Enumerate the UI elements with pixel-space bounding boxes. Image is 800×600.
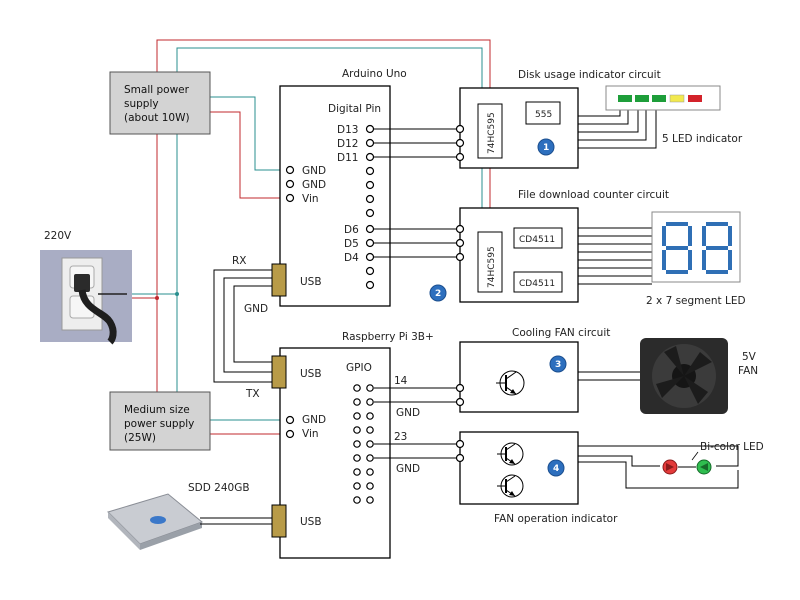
- rpi-vin-label: Vin: [302, 428, 319, 440]
- rpi-vin-pin: [285, 429, 295, 439]
- disk-circuit-title: Disk usage indicator circuit: [518, 69, 661, 81]
- seven-segment-display: [651, 211, 741, 283]
- arduino-vin-label: Vin: [302, 193, 319, 205]
- arduino-power-pins: [285, 165, 295, 203]
- medium-psu-label-2: power supply: [124, 418, 194, 430]
- arduino-gnd2-label: GND: [302, 179, 326, 191]
- led-gnd-label: GND: [396, 463, 420, 475]
- arduino-title: Arduino Uno: [342, 68, 407, 80]
- chip-74hc595-a: [477, 103, 503, 159]
- gpio-to-fan-wires: 14 GND: [374, 375, 465, 419]
- fan-wires: [578, 371, 640, 381]
- arduino-to-disk-wires: [374, 124, 465, 162]
- badge-4: 4: [553, 464, 559, 474]
- chip-cd4511-b: [513, 271, 563, 293]
- pin-d6-label: D6: [344, 224, 359, 236]
- ssd-drive-icon: [107, 493, 272, 550]
- fanop-circuit-title: FAN operation indicator: [494, 513, 618, 525]
- transistor-icon: [496, 370, 525, 396]
- mains-wiring: [127, 39, 491, 435]
- badge-3: 3: [555, 360, 561, 370]
- arduino-uno-board: Digital Pin D13 D12 D11 D6 D5 D4 GND GND…: [271, 85, 391, 307]
- medium-psu-label-3: (25W): [124, 432, 156, 444]
- arduino-to-counter-wires: [374, 224, 465, 262]
- chip-4511-a-label: CD4511: [519, 235, 555, 245]
- file-counter-circuit: 74HC595 CD4511 CD4511 2: [429, 207, 579, 303]
- voltage-label: 220V: [44, 230, 72, 242]
- five-led-indicator: [605, 85, 721, 111]
- small-psu-label-3: (about 10W): [124, 112, 190, 124]
- cooling-fan-icon: [640, 338, 728, 414]
- rpi-usb2-label: USB: [300, 516, 322, 528]
- chip-595-a-label: 74HC595: [487, 112, 497, 154]
- cooling-fan-circuit: 3: [459, 341, 579, 413]
- tx-label: TX: [245, 388, 260, 400]
- rpi-usb-port-2: [271, 504, 287, 538]
- file-circuit-title: File download counter circuit: [518, 189, 669, 201]
- medium-power-supply: Medium size power supply (25W): [109, 391, 211, 451]
- chip-555-label: 555: [535, 110, 552, 120]
- rpi-gnd-pin: [285, 415, 295, 425]
- small-psu-label-1: Small power: [124, 84, 190, 96]
- arduino-usb-label: USB: [300, 276, 322, 288]
- rpi-title: Raspberry Pi 3B+: [342, 331, 434, 343]
- rpi-usb1-label: USB: [300, 368, 322, 380]
- rx-label: RX: [232, 255, 247, 267]
- gpio-label: GPIO: [346, 362, 372, 374]
- power-outlet-icon: [40, 250, 132, 345]
- arduino-digital-pins: [365, 124, 375, 290]
- pin-d4-label: D4: [344, 252, 359, 264]
- pin-d13-label: D13: [337, 124, 358, 136]
- led-wires: [578, 445, 739, 489]
- bicolor-led-label: Bi-color LED: [700, 441, 764, 453]
- rpi-gnd-label: GND: [302, 414, 326, 426]
- pin-d11-label: D11: [337, 152, 358, 164]
- led-bar-wires: [578, 110, 657, 149]
- serial-gnd-label: GND: [244, 303, 268, 315]
- chip-4511-b-label: CD4511: [519, 279, 555, 289]
- raspberry-pi-board: GPIO USB USB GND Vin: [271, 347, 391, 559]
- fan-circuit-title: Cooling FAN circuit: [512, 327, 610, 339]
- transistor-icon: [497, 474, 524, 498]
- ssd-label: SDD 240GB: [188, 482, 250, 494]
- gpio-pins: [353, 384, 374, 504]
- badge-2: 2: [435, 289, 441, 299]
- fan-voltage-label: 5V: [742, 351, 757, 363]
- serial-wiring: RX GND TX: [213, 255, 280, 400]
- pin-d5-label: D5: [344, 238, 359, 250]
- rpi-usb-port-1: [271, 355, 287, 389]
- chip-595-b-label: 74HC595: [487, 246, 497, 288]
- bicolor-led-icon: [662, 451, 712, 475]
- small-power-supply: Small power supply (about 10W): [109, 71, 211, 135]
- medium-psu-label-1: Medium size: [124, 404, 190, 416]
- fan-gnd-label: GND: [396, 407, 420, 419]
- five-led-label: 5 LED indicator: [662, 133, 743, 145]
- pin-23-label: 23: [394, 431, 407, 443]
- chip-cd4511-a: [513, 227, 563, 249]
- arduino-usb-port: [271, 263, 287, 297]
- disk-usage-circuit: 74HC595 555 1: [459, 87, 579, 169]
- chip-74hc595-b: [477, 231, 503, 293]
- chip-555: [525, 101, 561, 125]
- fan-label: FAN: [738, 365, 758, 377]
- gpio-to-indicator-wires: 23 GND: [374, 431, 465, 475]
- segment-wires: [578, 227, 652, 285]
- small-psu-label-2: supply: [124, 98, 159, 110]
- fan-operation-circuit: 4: [459, 431, 579, 505]
- pin-14-label: 14: [394, 375, 408, 387]
- segment-led-label: 2 x 7 segment LED: [646, 295, 746, 307]
- digital-pin-label: Digital Pin: [328, 103, 381, 115]
- transistor-icon: [497, 442, 524, 466]
- badge-1: 1: [543, 143, 549, 153]
- arduino-gnd1-label: GND: [302, 165, 326, 177]
- pin-d12-label: D12: [337, 138, 358, 150]
